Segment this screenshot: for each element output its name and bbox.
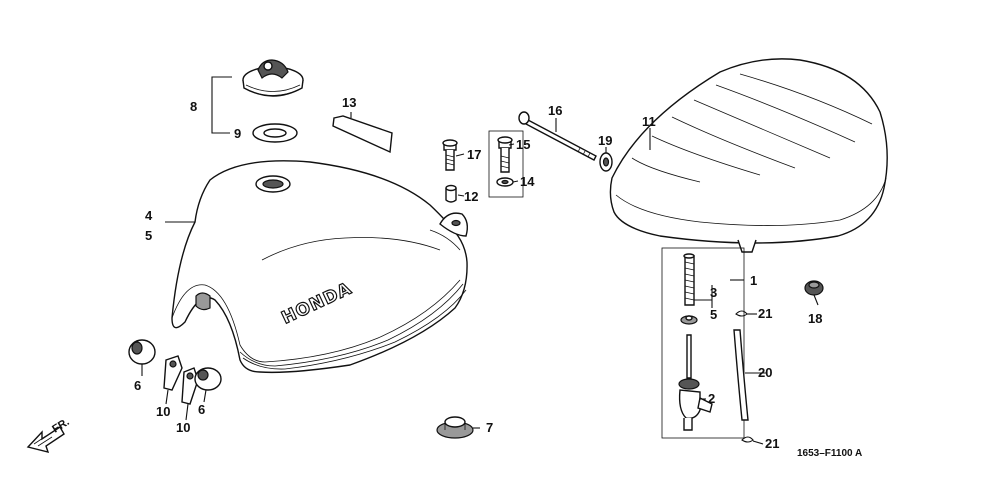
callout-6-right: 6 (198, 402, 205, 417)
cap-gasket (252, 123, 298, 143)
callout-2: 2 (708, 391, 715, 406)
bolt-17 (442, 139, 458, 171)
collar-12 (445, 184, 457, 203)
callout-4: 4 (145, 208, 153, 223)
cushion-6-right (194, 367, 222, 391)
seat (609, 58, 888, 253)
callout-12: 12 (464, 189, 478, 204)
callout-21-upper: 21 (758, 306, 772, 321)
callout-7: 7 (486, 420, 493, 435)
callout-10-right: 10 (176, 420, 190, 435)
callout-20: 20 (758, 365, 772, 380)
callout-3: 3 (710, 285, 717, 300)
callout-9: 9 (234, 126, 241, 141)
fuel-tank: HONDA (171, 160, 469, 374)
bolt-16 (518, 111, 597, 161)
callout-5-cock: 5 (710, 307, 717, 322)
tank-stripe (332, 115, 393, 154)
grommet-7 (436, 416, 474, 439)
callout-16: 16 (548, 103, 562, 118)
clip-10-right (181, 367, 199, 405)
callout-13: 13 (342, 95, 356, 110)
leader-lines (141, 112, 819, 445)
callout-6-left: 6 (134, 378, 141, 393)
callout-18: 18 (808, 311, 822, 326)
bracket-1 (661, 247, 745, 439)
diagram-code: 1653–F1100 A (797, 448, 862, 459)
callout-15: 15 (516, 137, 530, 152)
rubber-18 (804, 280, 824, 296)
washer-19 (599, 152, 613, 172)
callout-19: 19 (598, 133, 612, 148)
tube-clip-upper (735, 310, 748, 317)
clip-10-left (163, 355, 183, 391)
callout-14: 14 (520, 174, 535, 189)
bracket-14-15 (488, 130, 524, 198)
callout-8: 8 (190, 99, 197, 114)
tube-clip-lower (741, 436, 754, 443)
callout-21-lower: 21 (765, 436, 779, 451)
fuel-cock (678, 334, 713, 431)
fuel-strainer (683, 253, 695, 306)
fuel-tube (733, 329, 749, 421)
callout-5-tank: 5 (145, 228, 152, 243)
bracket-8-9 (211, 76, 232, 134)
callout-11: 11 (642, 114, 656, 129)
washer-14 (496, 177, 514, 187)
callout-10-left: 10 (156, 404, 170, 419)
callout-labels: 8 9 13 4 5 17 12 15 14 16 19 11 1 3 5 21… (134, 95, 822, 451)
front-direction-arrow: FR. (26, 416, 72, 453)
cushion-6-left (128, 339, 156, 365)
callout-17: 17 (467, 147, 481, 162)
o-ring-3 (680, 315, 698, 325)
fuel-cap (242, 59, 304, 97)
bolt-15 (497, 136, 513, 173)
callout-1: 1 (750, 273, 757, 288)
